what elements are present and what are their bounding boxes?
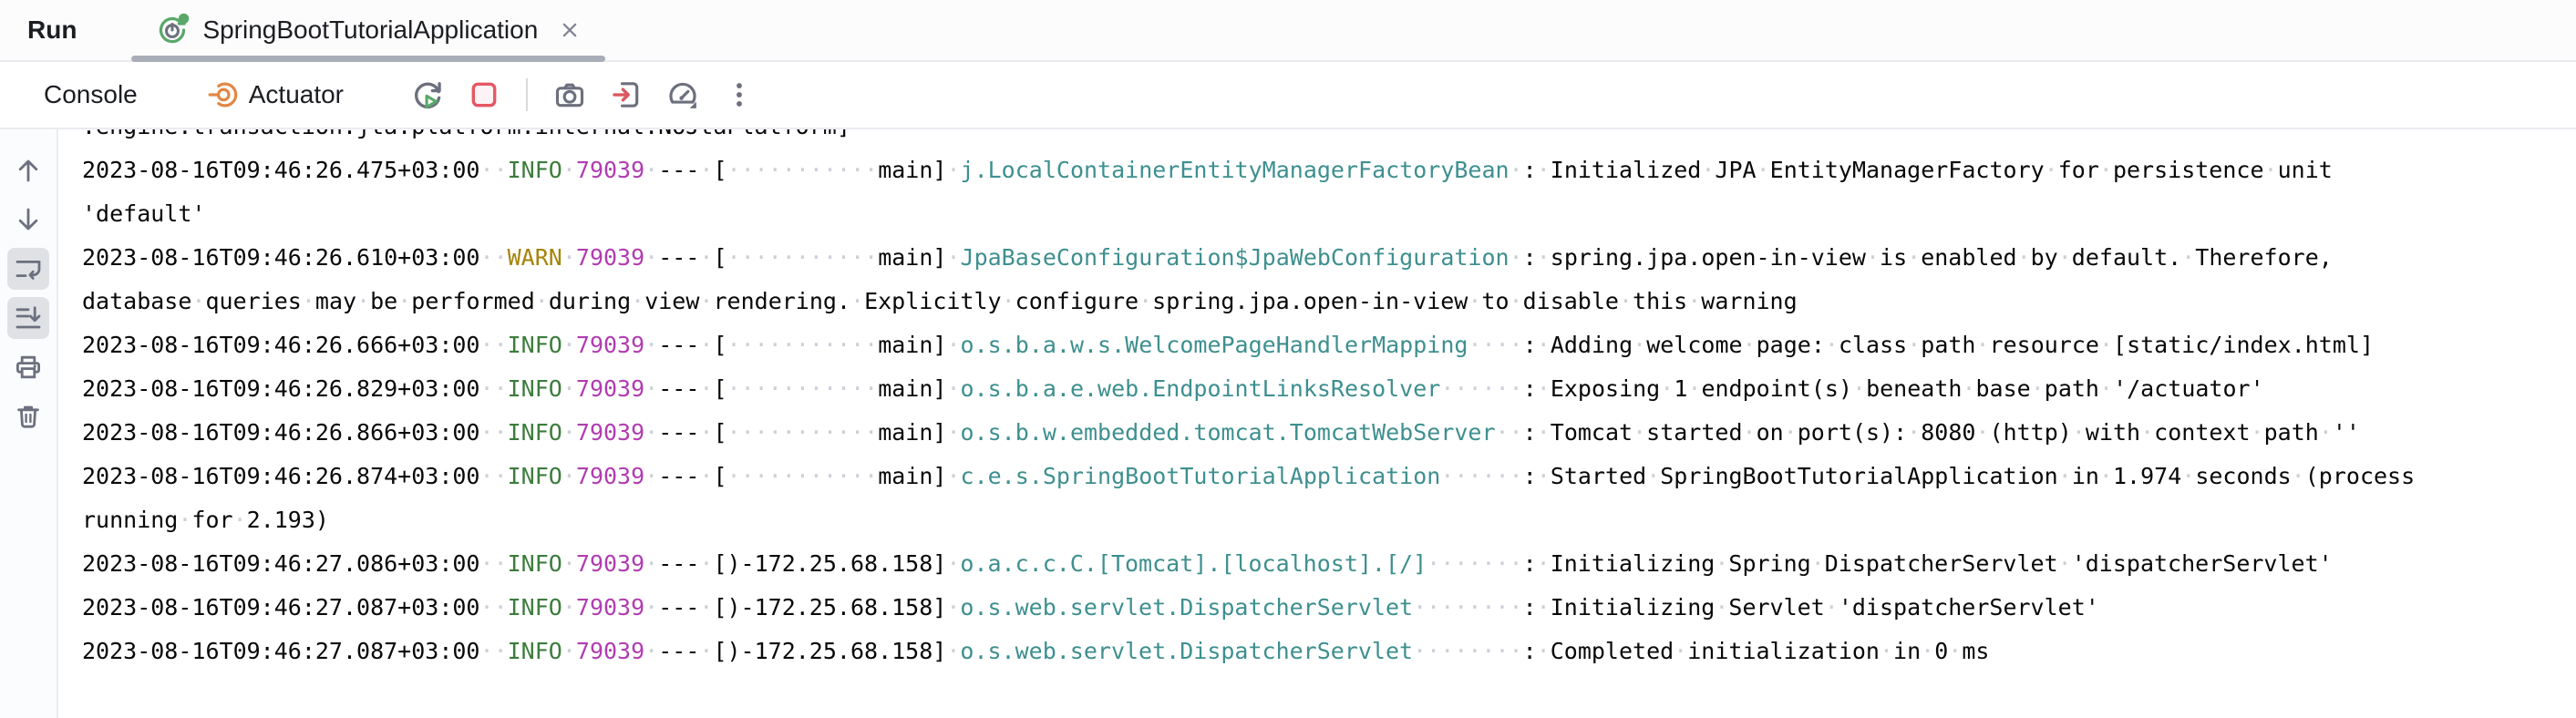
console-line: 2023-08-16T09:46:26.666+03:00··INFO·7903… [82,332,2375,358]
console-line: 2023-08-16T09:46:26.475+03:00··INFO·7903… [82,157,2333,183]
toolbar-actions [404,71,763,118]
console-panel: .engine.transaction.jta.platform.interna… [0,129,2576,718]
console-line: 2023-08-16T09:46:26.874+03:00··INFO·7903… [82,463,2416,489]
console-line: running·for·2.193) [82,507,329,533]
console-gutter-toolbar [0,129,58,718]
close-icon[interactable] [558,18,582,42]
actuator-icon [207,79,238,110]
arrow-down-icon[interactable] [7,199,49,241]
console-line: 'default' [82,200,206,227]
console-line: database·queries·may·be·performed·during… [82,288,1798,314]
kebab-menu-icon[interactable] [716,71,763,118]
console-line: .engine.transaction.jta.platform.interna… [82,129,2576,149]
run-config-tab-label: SpringBootTutorialApplication [202,15,539,44]
gauge-button[interactable] [659,71,706,118]
thread-dump-camera-button[interactable] [546,71,593,118]
console-tab-label: Console [44,80,138,108]
console-line: 2023-08-16T09:46:27.086+03:00··INFO·7903… [82,550,2333,577]
console-output-area[interactable]: .engine.transaction.jta.platform.interna… [58,129,2576,718]
console-line: 2023-08-16T09:46:26.866+03:00··INFO·7903… [82,419,2360,446]
run-tool-window-title: Run [27,15,77,44]
console-line: 2023-08-16T09:46:26.610+03:00··WARN·7903… [82,244,2333,271]
selected-tab-underline [131,56,606,62]
arrow-up-icon[interactable] [7,149,49,191]
rerun-button[interactable] [404,71,451,118]
run-toolbar: Console Actuator [0,62,2576,129]
tool-window-header: Run SpringBootTutorialApplication [0,0,2576,62]
trash-icon[interactable] [7,395,49,437]
actuator-tab-label: Actuator [248,80,345,108]
scroll-to-end-icon[interactable] [7,297,49,339]
console-line: 2023-08-16T09:46:27.087+03:00··INFO·7903… [82,594,2099,621]
soft-wrap-icon[interactable] [7,248,49,290]
tab-actuator[interactable]: Actuator [191,67,360,122]
print-icon[interactable] [7,346,49,388]
console-output: .engine.transaction.jta.platform.interna… [82,129,2576,673]
stop-button[interactable] [460,71,508,118]
tab-console[interactable]: Console [27,67,154,122]
spring-boot-run-icon [155,13,190,47]
toolbar-separator [526,78,529,111]
run-config-tab[interactable]: SpringBootTutorialApplication [131,0,606,62]
console-line: 2023-08-16T09:46:26.829+03:00··INFO·7903… [82,375,2264,402]
console-line: 2023-08-16T09:46:27.087+03:00··INFO·7903… [82,638,1990,664]
exit-button[interactable] [603,71,650,118]
